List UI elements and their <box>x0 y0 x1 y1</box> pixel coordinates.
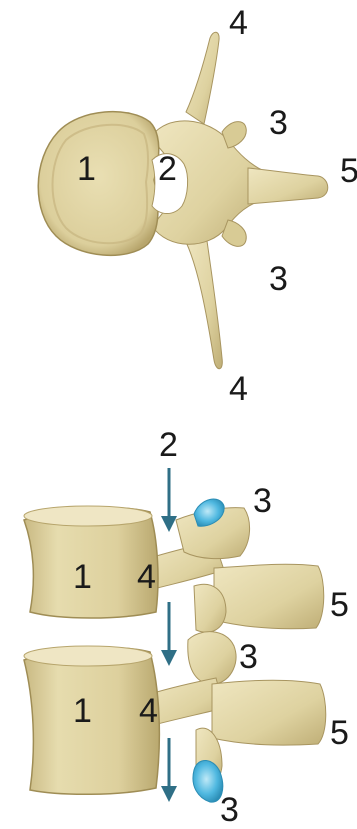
label-spinous-lower: 5 <box>330 716 349 750</box>
lower-spinous-process <box>212 680 326 745</box>
top-vertebra <box>38 32 328 369</box>
label-facet-top: 3 <box>253 484 272 518</box>
middle-facet-joint <box>188 632 236 685</box>
label-facet-bottom: 3 <box>220 793 239 827</box>
side-vertebrae <box>24 468 326 802</box>
transverse-process-upper <box>186 32 219 124</box>
label-vertebral-canal: 2 <box>158 152 177 186</box>
arrow-down-icon <box>161 602 177 666</box>
label-articular-facet-upper: 3 <box>269 106 288 140</box>
label-body-upper: 1 <box>73 560 92 594</box>
label-spinous-process: 5 <box>340 154 357 188</box>
label-body-lower: 1 <box>73 694 92 728</box>
label-canal-top: 2 <box>159 428 178 462</box>
label-pedicle-lower: 4 <box>139 694 158 728</box>
label-articular-facet-lower: 3 <box>269 262 288 296</box>
arrow-down-icon <box>161 738 177 802</box>
label-facet-middle: 3 <box>239 640 258 674</box>
transverse-process-lower <box>186 234 222 369</box>
label-transverse-process-upper: 4 <box>229 6 248 40</box>
spinous-process <box>248 168 328 204</box>
label-vertebral-body: 1 <box>77 152 96 186</box>
label-pedicle-upper: 4 <box>137 560 156 594</box>
arrow-down-icon <box>161 468 177 532</box>
label-transverse-process-lower: 4 <box>229 372 248 406</box>
upper-spinous-process <box>214 564 324 628</box>
label-spinous-upper: 5 <box>330 588 349 622</box>
